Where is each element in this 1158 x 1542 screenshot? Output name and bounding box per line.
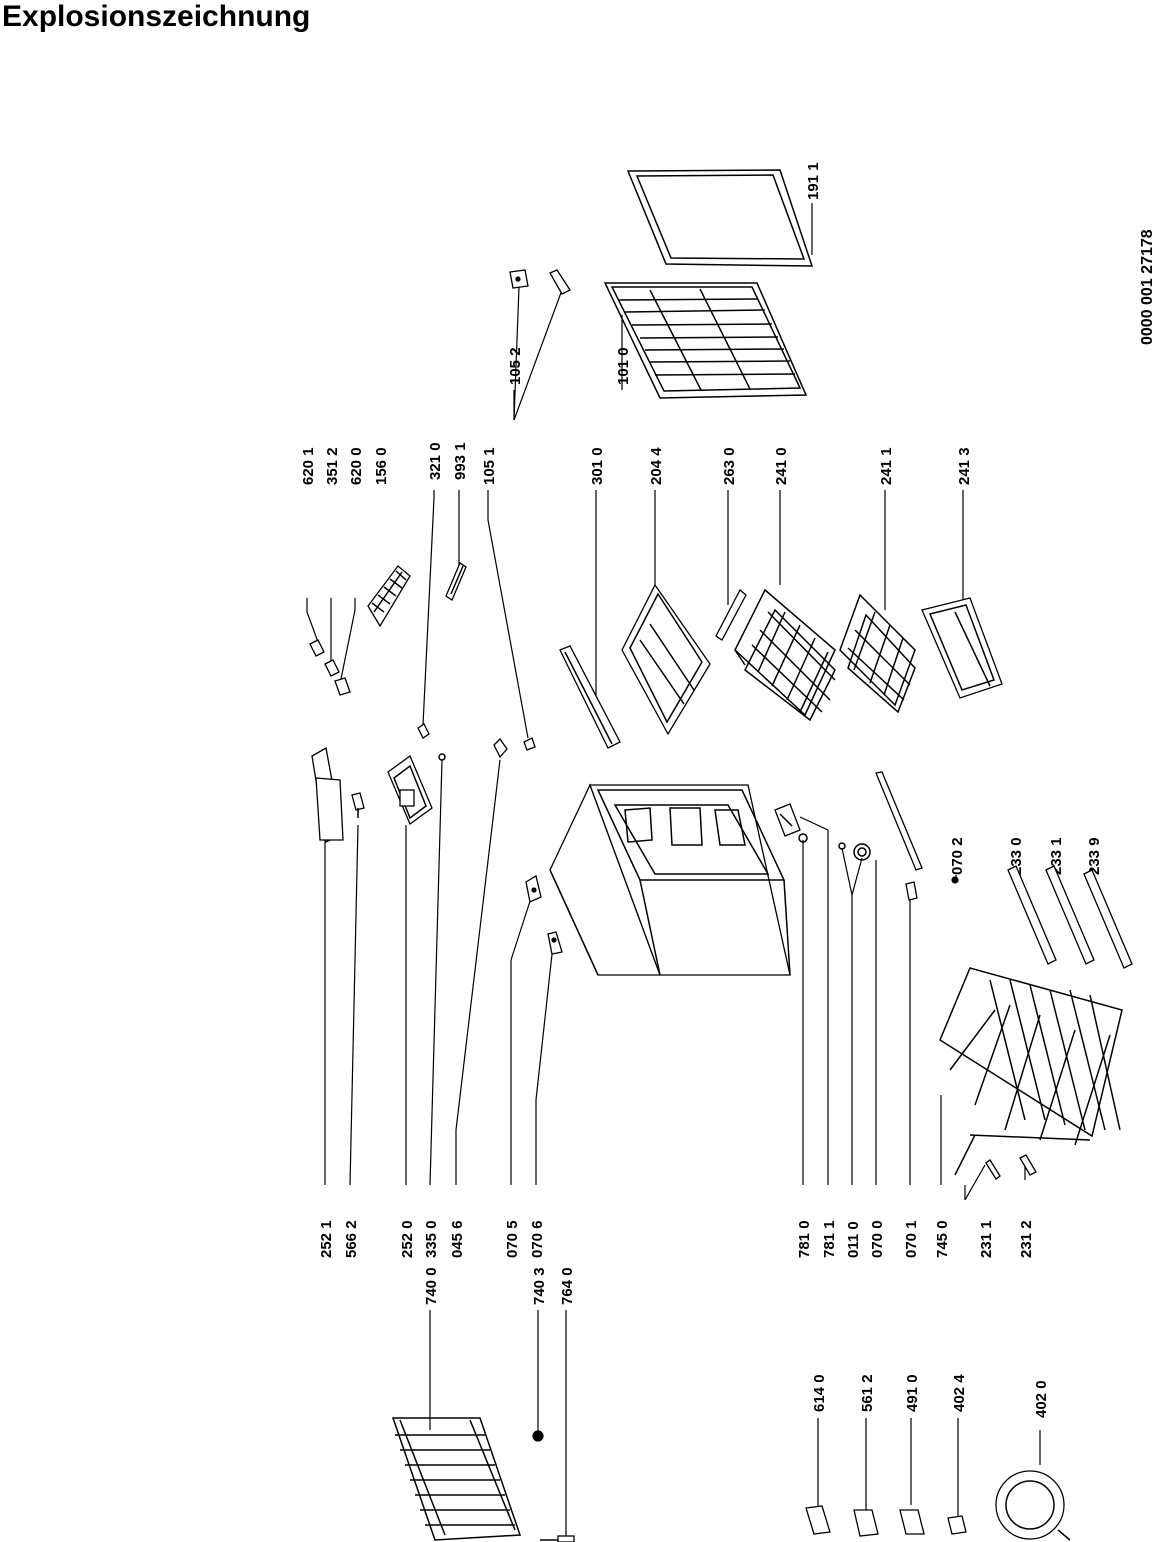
compressor bbox=[995, 1470, 1071, 1541]
lamp-socket bbox=[351, 792, 365, 818]
part-number-label: 745 0 bbox=[934, 1220, 951, 1258]
middle-leader-lines bbox=[324, 759, 1094, 1201]
freezer-basket-medium bbox=[839, 593, 916, 714]
part-number-label: 335 0 bbox=[423, 1220, 440, 1258]
document-number: 0000 001 27178 bbox=[1139, 229, 1156, 345]
page-title: Explosionszeichnung bbox=[2, 0, 311, 33]
small-screw bbox=[951, 876, 959, 884]
ice-cube-tray bbox=[367, 565, 411, 628]
part-number-label: 233 0 bbox=[1008, 837, 1025, 875]
part-number-label: 241 0 bbox=[773, 447, 790, 485]
part-number-label: 740 0 bbox=[423, 1267, 440, 1305]
part-number-label: 491 0 bbox=[904, 1374, 921, 1412]
flap-strip bbox=[715, 588, 747, 641]
evaporator-shelves bbox=[939, 967, 1123, 1176]
door-panel bbox=[603, 282, 808, 399]
part-number-label: 561 2 bbox=[859, 1374, 876, 1412]
handle-strip bbox=[445, 562, 467, 601]
part-number-label: 614 0 bbox=[811, 1374, 828, 1412]
part-number-label: 011 0 bbox=[845, 1221, 862, 1258]
shelf-clips bbox=[985, 1154, 1037, 1180]
part-number-label: 263 0 bbox=[721, 447, 738, 485]
part-number-label: 740 3 bbox=[531, 1267, 548, 1305]
cabinet-body bbox=[549, 783, 791, 976]
part-number-label: 231 2 bbox=[1018, 1220, 1035, 1258]
thermostat-parts bbox=[774, 803, 871, 861]
part-number-label: 233 9 bbox=[1086, 837, 1103, 875]
small-fittings bbox=[417, 723, 536, 761]
part-number-label: 070 0 bbox=[869, 1220, 886, 1258]
part-number-label: 301 0 bbox=[589, 447, 606, 485]
part-number-label: 252 0 bbox=[399, 1220, 416, 1258]
part-number-label: 070 2 bbox=[949, 837, 966, 875]
part-number-label: 070 6 bbox=[529, 1220, 546, 1258]
lower-leader-lines bbox=[429, 1310, 1041, 1542]
part-number-label: 101 0 bbox=[615, 347, 632, 385]
part-number-label: 764 0 bbox=[559, 1267, 576, 1305]
part-number-label: 105 1 bbox=[481, 447, 498, 485]
part-number-label: 402 4 bbox=[951, 1374, 968, 1412]
part-number-label: 566 2 bbox=[343, 1220, 360, 1258]
compressor-accessories bbox=[805, 1505, 967, 1537]
part-number-label: 233 1 bbox=[1048, 837, 1065, 875]
part-number-label: 241 3 bbox=[956, 447, 973, 485]
support-bars bbox=[1007, 865, 1133, 969]
condenser-coil bbox=[391, 1417, 522, 1541]
part-number-label: 781 1 bbox=[821, 1220, 838, 1258]
capillary-tube bbox=[540, 1535, 575, 1542]
door-hinge-brackets bbox=[525, 874, 563, 955]
control-housing bbox=[387, 754, 433, 826]
part-number-label: 204 4 bbox=[648, 447, 665, 485]
part-number-label: 993 1 bbox=[452, 442, 469, 480]
part-number-label: 191 1 bbox=[805, 162, 822, 200]
filter-drier bbox=[532, 1430, 544, 1442]
part-number-label: 351 2 bbox=[324, 447, 341, 485]
part-number-label: 321 0 bbox=[427, 442, 444, 480]
top-leader-lines bbox=[306, 203, 964, 739]
part-number-label: 781 0 bbox=[796, 1220, 813, 1258]
part-number-label: 231 1 bbox=[978, 1220, 995, 1258]
small-clips bbox=[309, 639, 351, 696]
control-cover bbox=[311, 746, 344, 843]
door-rail bbox=[559, 645, 621, 749]
freezer-tray bbox=[921, 597, 1003, 699]
freezer-basket-large bbox=[734, 588, 836, 722]
part-number-label: 620 1 bbox=[300, 447, 317, 485]
cover-rod bbox=[875, 771, 923, 871]
part-number-label: 045 6 bbox=[449, 1220, 466, 1258]
rod-clip bbox=[905, 881, 918, 901]
part-number-label: 241 1 bbox=[878, 447, 895, 485]
door-seal-frame bbox=[626, 169, 814, 267]
part-number-label: 620 0 bbox=[348, 447, 365, 485]
freezer-flap bbox=[621, 583, 711, 736]
hinge-parts bbox=[509, 269, 571, 295]
part-number-label: 402 0 bbox=[1033, 1380, 1050, 1418]
part-number-label: 070 1 bbox=[903, 1220, 920, 1258]
part-number-label: 156 0 bbox=[373, 447, 390, 485]
part-number-label: 252 1 bbox=[318, 1220, 335, 1258]
part-number-label: 070 5 bbox=[504, 1220, 521, 1258]
